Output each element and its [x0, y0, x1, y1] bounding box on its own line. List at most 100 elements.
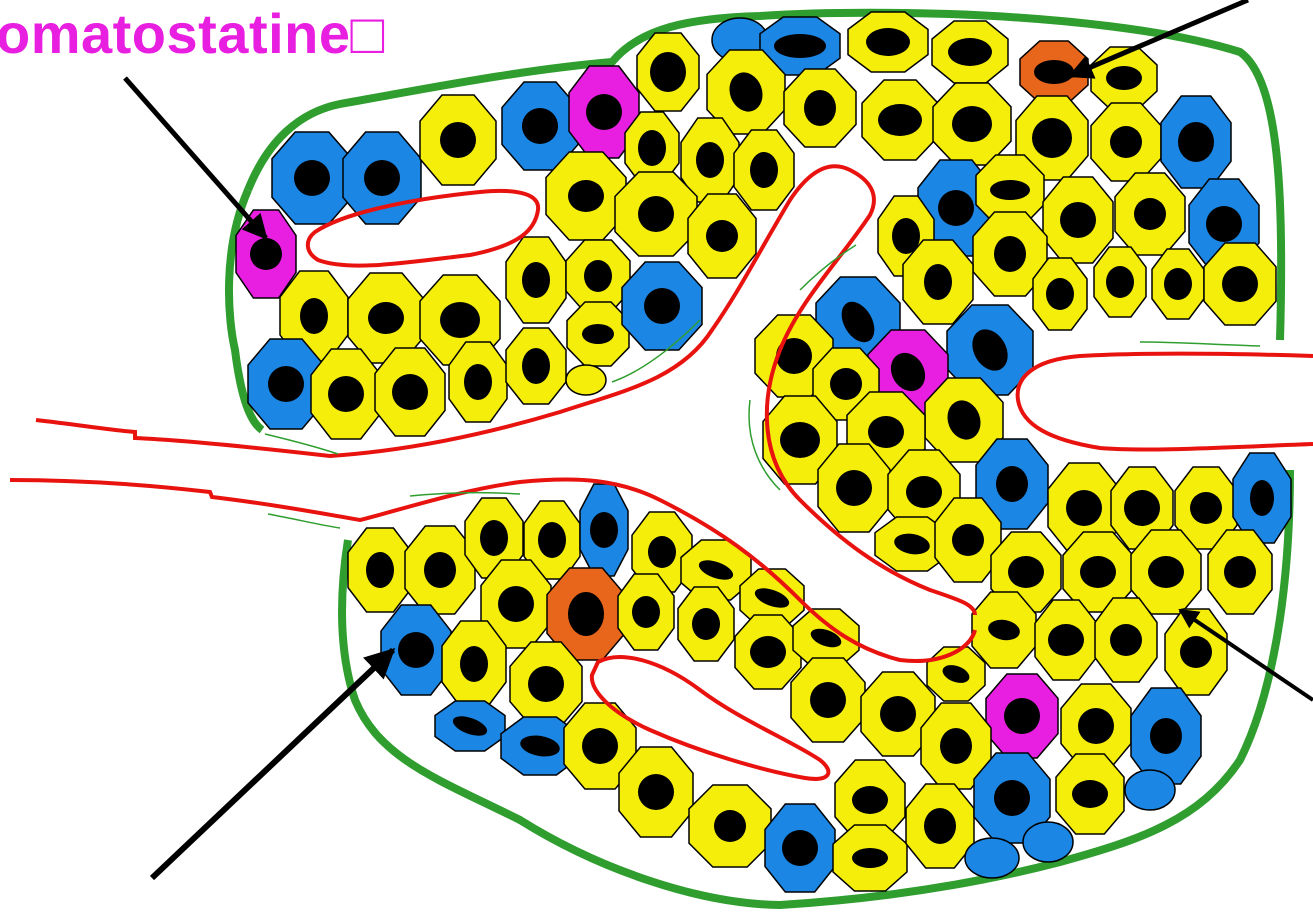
beta-cell-72	[348, 528, 412, 612]
nucleus	[498, 586, 534, 622]
nucleus	[528, 666, 564, 702]
nucleus	[714, 810, 746, 842]
nucleus	[938, 190, 974, 226]
beta-cell-88	[510, 642, 582, 726]
nucleus	[750, 636, 786, 668]
alpha-cell-body	[1125, 770, 1175, 810]
capillary-right-u	[1018, 354, 1313, 450]
beta-cell-21	[734, 130, 794, 210]
beta-cell-10	[933, 83, 1011, 165]
nucleus	[440, 302, 480, 338]
beta-cell-94	[791, 658, 865, 742]
nucleus	[1110, 126, 1142, 158]
nucleus	[632, 596, 660, 628]
arrow-top-right	[1070, 0, 1248, 76]
beta-cell-84	[735, 615, 801, 689]
beta-cell-22	[546, 152, 626, 240]
nucleus	[924, 808, 956, 844]
nucleus	[1124, 490, 1160, 526]
delta-cell-25	[236, 210, 296, 298]
nucleus	[440, 122, 476, 158]
nucleus	[1150, 718, 1182, 754]
nucleus	[364, 160, 400, 196]
nucleus	[1178, 122, 1214, 162]
beta-cell-body	[566, 365, 606, 395]
beta-cell-30	[566, 240, 630, 312]
nucleus	[952, 106, 992, 142]
nucleus	[398, 632, 434, 668]
nucleus	[774, 34, 826, 58]
nucleus	[1066, 490, 1102, 526]
beta-cell-12	[1091, 103, 1161, 181]
nucleus	[1134, 198, 1166, 230]
nucleus	[866, 28, 910, 56]
nucleus	[460, 646, 488, 682]
beta-cell-48	[1094, 247, 1146, 317]
beta-cell-89	[972, 592, 1036, 668]
beta-cell-24	[688, 194, 756, 278]
beta-cell-36	[449, 342, 507, 422]
nucleus	[880, 696, 916, 732]
beta-cell-104	[689, 785, 771, 867]
nucleus	[1164, 268, 1192, 300]
beta-cell-108	[906, 784, 974, 868]
nucleus	[1048, 624, 1084, 656]
nucleus	[522, 348, 550, 384]
beta-cell-38	[566, 365, 606, 395]
nucleus	[1250, 480, 1274, 516]
beta-cell-37	[506, 328, 566, 404]
thin-line-6	[1140, 342, 1260, 346]
nucleus	[996, 466, 1028, 502]
nucleus	[1180, 636, 1212, 668]
nucleus	[1080, 556, 1116, 588]
nucleus	[638, 196, 674, 232]
beta-cell-110	[1056, 754, 1124, 834]
beta-cell-107	[833, 825, 907, 891]
nucleus	[780, 422, 820, 458]
beta-cell-43	[1115, 173, 1185, 255]
nucleus	[952, 524, 984, 556]
nucleus	[568, 592, 604, 636]
nucleus	[994, 780, 1030, 816]
beta-cell-42	[1043, 177, 1113, 263]
beta-cell-50	[1204, 243, 1276, 325]
beta-cell-83	[678, 587, 734, 661]
beta-cell-6	[637, 33, 699, 111]
beta-cell-31	[567, 302, 629, 366]
nucleus	[948, 38, 992, 66]
alpha-cell-body	[965, 838, 1019, 878]
nucleus	[1106, 66, 1142, 90]
beta-cell-49	[1152, 249, 1204, 319]
cell-layer	[236, 12, 1291, 892]
nucleus	[522, 262, 550, 298]
alpha-cell-99	[435, 701, 505, 751]
alpha-cell-body	[1023, 822, 1073, 862]
delta-cell-96	[986, 674, 1058, 758]
beta-cell-9	[862, 80, 938, 160]
nucleus	[782, 830, 818, 866]
nucleus	[1078, 708, 1114, 744]
nucleus	[940, 728, 972, 764]
nucleus	[648, 536, 676, 568]
alpha-cell-14	[272, 132, 352, 224]
beta-cell-87	[442, 621, 506, 707]
alpha-cell-15	[343, 132, 421, 224]
nucleus	[1106, 266, 1134, 298]
alpha-cell-112	[965, 838, 1019, 878]
nucleus	[424, 552, 456, 588]
beta-cell-46	[903, 240, 973, 324]
nucleus	[924, 264, 952, 300]
nucleus	[1008, 556, 1044, 588]
nucleus	[644, 288, 680, 324]
beta-cell-5	[1091, 47, 1157, 109]
nucleus	[1032, 118, 1072, 158]
nucleus	[750, 152, 778, 188]
nucleus	[1072, 780, 1108, 808]
nucleus	[368, 302, 404, 334]
nucleus	[994, 236, 1026, 272]
nucleus	[590, 512, 618, 548]
beta-cell-35	[375, 348, 445, 436]
nucleus	[1224, 556, 1256, 588]
nucleus	[366, 552, 394, 588]
